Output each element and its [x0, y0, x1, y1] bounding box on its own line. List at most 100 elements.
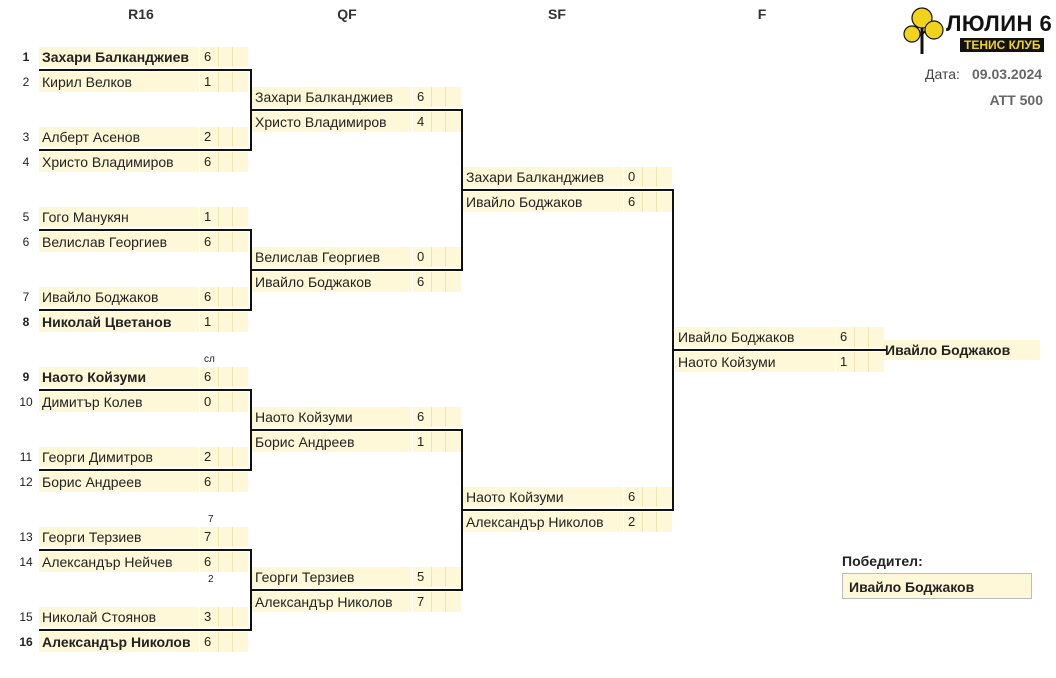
score-cell [431, 407, 447, 427]
bracket-line [39, 389, 252, 391]
set-score: 1 [200, 312, 218, 332]
score-cell [232, 152, 248, 172]
set-score: 6 [413, 407, 431, 427]
score-cell [445, 272, 461, 292]
player-name: Николай Стоянов [39, 607, 199, 627]
set-score: 6 [200, 152, 218, 172]
seed-number: 7 [22, 290, 30, 304]
score-cell [642, 192, 658, 212]
score-cell [218, 287, 234, 307]
score-cell [232, 392, 248, 412]
score-cell [445, 592, 461, 612]
set-score: 6 [200, 287, 218, 307]
round-header-sf: SF [548, 6, 566, 22]
note-retired: сл [204, 354, 215, 365]
bracket-line [461, 189, 674, 191]
player-name: Наото Койзуми [463, 487, 623, 507]
score-cell [656, 167, 672, 187]
player-name: Александър Николов [252, 592, 412, 612]
date-value: 09.03.2024 [972, 66, 1043, 82]
score-cell [218, 47, 234, 67]
player-name: Ивайло Боджаков [463, 192, 623, 212]
score-cell [642, 487, 658, 507]
score-cell [232, 232, 248, 252]
seed-number: 14 [19, 555, 33, 569]
bracket-line [461, 509, 674, 511]
tiebreak-note: 2 [208, 574, 214, 585]
bracket-line [39, 69, 252, 71]
set-score: 6 [200, 47, 218, 67]
player-name: Гого Манукян [39, 207, 199, 227]
seed-number: 10 [19, 395, 33, 409]
score-cell [431, 112, 447, 132]
score-cell [445, 407, 461, 427]
player-name: Наото Койзуми [675, 352, 835, 372]
bracket-line [39, 549, 252, 551]
set-score: 2 [200, 447, 218, 467]
set-score: 1 [200, 72, 218, 92]
set-score: 4 [413, 112, 431, 132]
set-score: 6 [200, 472, 218, 492]
score-cell [232, 207, 248, 227]
player-name: Алберт Асенов [39, 127, 199, 147]
set-score: 0 [624, 167, 642, 187]
bracket-line [250, 429, 462, 431]
player-name: Кирил Велков [39, 72, 199, 92]
score-cell [431, 592, 447, 612]
bracket-line [250, 269, 462, 271]
player-name: Николай Цветанов [39, 312, 199, 332]
score-cell [218, 552, 234, 572]
set-score: 0 [200, 392, 218, 412]
seed-number: 15 [19, 610, 33, 624]
score-cell [445, 432, 461, 452]
score-cell [232, 632, 248, 652]
score-cell [642, 512, 658, 532]
score-cell [218, 127, 234, 147]
set-score: 1 [200, 207, 218, 227]
player-name: Александър Нейчев [39, 552, 199, 572]
score-cell [218, 232, 234, 252]
score-cell [218, 207, 234, 227]
score-cell [656, 512, 672, 532]
score-cell [431, 87, 447, 107]
player-name: Наото Койзуми [39, 367, 199, 387]
score-cell [218, 152, 234, 172]
winner-name: Ивайло Боджаков [842, 573, 1032, 599]
player-name: Александър Николов [463, 512, 623, 532]
set-score: 6 [624, 487, 642, 507]
seed-number: 8 [22, 315, 30, 329]
score-cell [854, 327, 870, 347]
player-name: Борис Андреев [252, 432, 412, 452]
tournament-category: ATT 500 [989, 92, 1043, 108]
score-cell [232, 472, 248, 492]
score-cell [232, 47, 248, 67]
club-logo-title: ЛЮЛИН 6 [946, 11, 1053, 36]
score-cell [445, 87, 461, 107]
score-cell [218, 312, 234, 332]
seed-number: 16 [19, 635, 33, 649]
player-name: Георги Димитров [39, 447, 199, 467]
seed-number: 3 [22, 130, 30, 144]
player-name: Ивайло Боджаков [675, 327, 835, 347]
set-score: 0 [413, 247, 431, 267]
set-score: 6 [413, 87, 431, 107]
score-cell [232, 72, 248, 92]
set-score: 6 [200, 552, 218, 572]
score-cell [218, 632, 234, 652]
set-score: 5 [413, 567, 431, 587]
score-cell [854, 352, 870, 372]
score-cell [445, 112, 461, 132]
player-name: Велислав Георгиев [252, 247, 412, 267]
score-cell [431, 272, 447, 292]
club-logo-icon [903, 7, 944, 54]
bracket-line [250, 589, 462, 591]
score-cell [431, 567, 447, 587]
bracket-line [39, 309, 252, 311]
club-logo-subtitle: ТЕНИС КЛУБ [960, 38, 1045, 52]
set-score: 3 [200, 607, 218, 627]
bracket-line [39, 629, 252, 631]
set-score: 6 [200, 367, 218, 387]
score-cell [232, 127, 248, 147]
tiebreak-note: 7 [208, 514, 214, 525]
set-score: 2 [624, 512, 642, 532]
